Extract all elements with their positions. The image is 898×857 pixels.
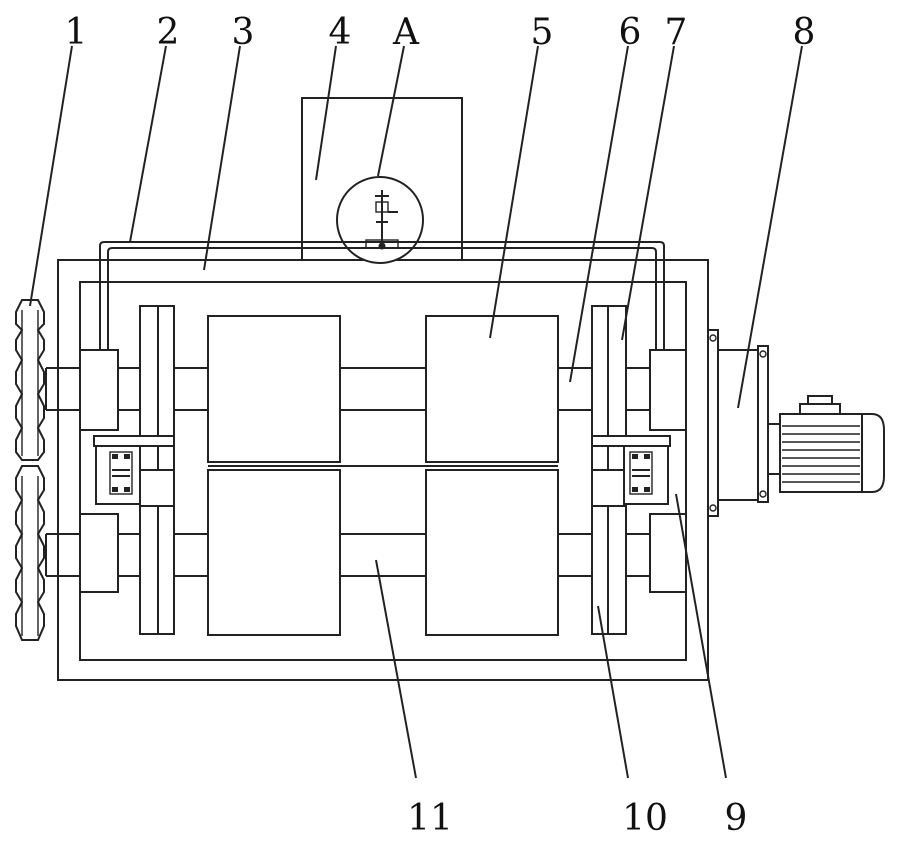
label-9: 9 bbox=[725, 798, 748, 839]
label-11: 11 bbox=[407, 798, 453, 839]
part-labels: 1 2 3 4 A 5 6 7 8 11 10 9 bbox=[65, 12, 816, 839]
motor bbox=[767, 395, 885, 493]
sprockets bbox=[15, 299, 45, 641]
label-6: 6 bbox=[619, 12, 642, 53]
top-box bbox=[301, 97, 463, 264]
left-bearings bbox=[79, 349, 119, 593]
right-adjuster bbox=[591, 435, 671, 507]
top-pipe bbox=[99, 241, 665, 430]
drums bbox=[207, 315, 559, 636]
right-bearings bbox=[649, 349, 687, 593]
label-8: 8 bbox=[793, 12, 816, 53]
label-10: 10 bbox=[622, 798, 668, 839]
left-adjuster bbox=[93, 435, 175, 507]
label-5: 5 bbox=[531, 12, 554, 53]
label-2: 2 bbox=[157, 12, 180, 53]
label-A: A bbox=[392, 12, 420, 53]
label-4: 4 bbox=[329, 12, 352, 53]
leader-lines bbox=[29, 45, 803, 779]
label-3: 3 bbox=[232, 12, 255, 53]
label-7: 7 bbox=[665, 12, 688, 53]
gearbox bbox=[707, 329, 769, 517]
label-1: 1 bbox=[65, 12, 88, 53]
